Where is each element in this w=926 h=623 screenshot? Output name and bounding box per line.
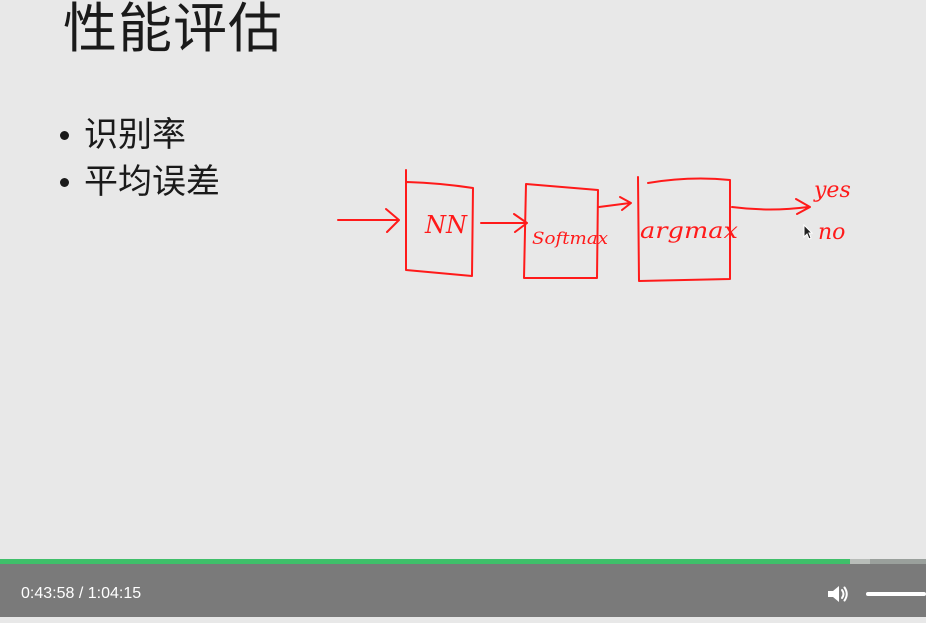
player-controls: 0:43:58 / 1:04:15 bbox=[0, 564, 926, 617]
bullet-item: 识别率 bbox=[60, 112, 220, 159]
volume-slider[interactable] bbox=[866, 592, 926, 596]
arrow-argmax-output bbox=[731, 198, 811, 215]
time-display: 0:43:58 / 1:04:15 bbox=[21, 564, 141, 617]
progress-bar[interactable] bbox=[0, 559, 926, 564]
nn-box bbox=[405, 169, 474, 277]
bullet-dot-icon bbox=[60, 178, 69, 187]
bullet-text: 平均误差 bbox=[84, 162, 220, 202]
softmax-label: Softmax bbox=[532, 229, 608, 249]
cursor-icon bbox=[803, 224, 813, 240]
arrow-nn-softmax bbox=[480, 213, 528, 233]
softmax-box bbox=[523, 183, 599, 279]
bullet-list: 识别率 平均误差 bbox=[60, 112, 220, 206]
argmax-label: argmax bbox=[640, 219, 739, 244]
slide-title: 性能评估 bbox=[63, 0, 283, 60]
output-yes: yes bbox=[813, 178, 851, 203]
time-separator: / bbox=[74, 585, 88, 602]
bullet-dot-icon bbox=[60, 131, 69, 140]
slide-canvas: 性能评估 识别率 平均误差 NN Softmax argmax yes no bbox=[60, 0, 851, 282]
bullet-text: 识别率 bbox=[84, 115, 186, 155]
progress-played bbox=[0, 559, 850, 564]
duration: 1:04:15 bbox=[87, 585, 142, 602]
bullet-item: 平均误差 bbox=[60, 159, 220, 206]
input-arrow bbox=[337, 208, 400, 233]
handwritten-diagram: NN Softmax argmax yes no bbox=[337, 169, 851, 282]
volume-icon[interactable] bbox=[826, 583, 850, 605]
nn-label: NN bbox=[424, 211, 468, 239]
output-no: no bbox=[818, 220, 845, 245]
argmax-box bbox=[637, 176, 731, 282]
current-time: 0:43:58 bbox=[21, 585, 75, 602]
arrow-softmax-argmax bbox=[598, 196, 632, 211]
